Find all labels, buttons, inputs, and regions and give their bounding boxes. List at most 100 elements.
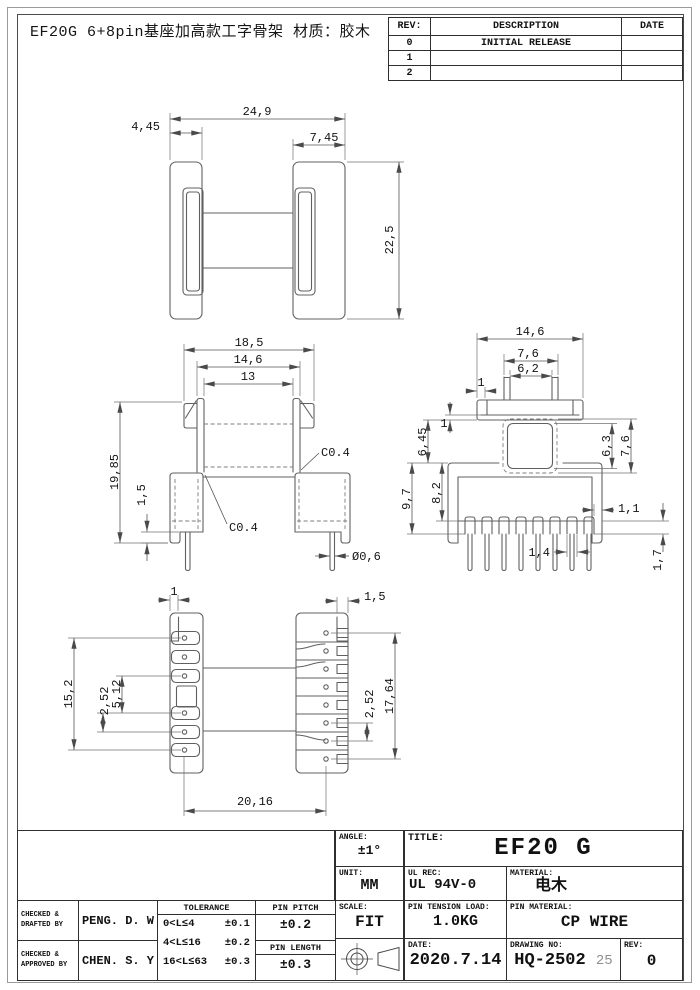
angle-label: ANGLE: xyxy=(339,833,368,842)
dim-front-standoff: 1,5 xyxy=(135,484,149,506)
unit-label: UNIT: xyxy=(339,869,364,878)
top-view: 24,9 4,45 7,45 22,5 xyxy=(131,105,404,320)
ul-rec-cell: UL REC: UL 94V-0 xyxy=(404,866,507,901)
title-value: EF20 G xyxy=(494,835,593,862)
rev-1: 1 xyxy=(389,51,431,66)
tolerance-val-1: ±0.1 xyxy=(224,918,250,930)
pin-material-cell: PIN MATERIAL: CP WIRE xyxy=(506,900,683,939)
pin-material-label: PIN MATERIAL: xyxy=(510,903,573,912)
dim-top-right-flange: 7,45 xyxy=(310,131,339,145)
tolerance-val-2: ±0.2 xyxy=(224,937,250,950)
dim-side-tube-outer: 7,6 xyxy=(517,347,539,361)
front-view-dimensions: 18,5 14,6 13 19,85 1,5 C0.4 C0.4 Ø0,6 xyxy=(108,336,381,564)
ul-rec-label: UL REC: xyxy=(408,869,442,878)
dim-front-height: 19,85 xyxy=(108,454,122,490)
dim-top-left-flange: 4,45 xyxy=(131,120,160,134)
tolerance-cell: TOLERANCE 0<L≤4±0.1 4<L≤16±0.2 16<L≤63±0… xyxy=(157,900,256,981)
dim-side-flange-thickness: 1 xyxy=(440,417,447,431)
outer-border xyxy=(7,7,692,983)
rev-cell: REV: 0 xyxy=(620,938,683,981)
front-view-outline xyxy=(169,397,351,572)
dim-bottom-row-distance: 20,16 xyxy=(237,795,273,809)
desc-col-header: DESCRIPTION xyxy=(431,18,622,36)
scale-cell: SCALE: FIT xyxy=(335,900,404,939)
revision-row: 2 xyxy=(389,66,682,81)
dim-front-chamfer-upper: C0.4 xyxy=(321,446,350,460)
bottom-view-dimensions: 1 1,5 15,2 2,52 5,12 17,64 2,52 20,16 xyxy=(62,585,401,816)
revision-row: 1 xyxy=(389,51,682,66)
dim-bottom-right-span: 17,64 xyxy=(383,678,397,714)
scale-label: SCALE: xyxy=(339,903,368,912)
dim-bottom-left-gap: 5,12 xyxy=(110,680,124,709)
angle-value: ±1° xyxy=(357,843,382,859)
drawing-no-suffix: 25 xyxy=(595,953,613,970)
checked-approved-value: CHEN. S. Y xyxy=(78,940,158,981)
dim-side-wall-thickness: 1 xyxy=(477,376,484,390)
rev-col-header: REV: xyxy=(389,18,431,36)
rev-1-desc xyxy=(431,51,622,66)
top-view-dimensions: 24,9 4,45 7,45 22,5 xyxy=(131,105,404,320)
pin-tension-label: PIN TENSION LOAD: xyxy=(408,903,490,912)
rev-value: 0 xyxy=(646,952,657,971)
tolerance-range-3: 16<L≤63 xyxy=(163,956,208,969)
unit-value: MM xyxy=(360,877,379,895)
rev-0-desc: INITIAL RELEASE xyxy=(431,36,622,51)
dim-bottom-right-pitch: 2,52 xyxy=(363,690,377,719)
ul-rec-value: UL 94V-0 xyxy=(409,877,477,894)
drawing-no-label: DRAWING NO: xyxy=(510,941,563,950)
rev-label: REV: xyxy=(624,941,644,950)
date-cell: DATE: 2020.7.14 xyxy=(404,938,507,981)
rev-0-date xyxy=(622,36,682,51)
pin-pitch-cell: PIN PITCH ±0.2 xyxy=(255,900,336,941)
side-view: 14,6 7,6 6,2 1 1 6,45 6,3 7,6 9,7 8,2 1,… xyxy=(400,325,669,572)
dim-side-tube-inner: 6,2 xyxy=(517,362,539,376)
pin-pitch-label: PIN PITCH xyxy=(256,901,335,915)
dim-side-pin-edge: 1,1 xyxy=(618,502,640,516)
pin-tension-cell: PIN TENSION LOAD: 1.0KG xyxy=(404,900,507,939)
pin-tension-value: 1.0KG xyxy=(432,913,478,931)
drawing-no-value: HQ-2502 xyxy=(514,951,586,971)
date-label: DATE: xyxy=(408,941,433,950)
drawing-no-cell: DRAWING NO: HQ-2502 25 xyxy=(506,938,621,981)
side-view-outline xyxy=(447,376,603,572)
material-cell: MATERIAL: 电木 xyxy=(506,866,683,901)
dim-bottom-left-pitch: 2,52 xyxy=(98,687,112,716)
pin-material-value: CP WIRE xyxy=(560,913,629,932)
pin-length-label: PIN LENGTH xyxy=(256,941,335,955)
rev-2-desc xyxy=(431,66,622,81)
revision-table: REV: DESCRIPTION DATE 0 INITIAL RELEASE … xyxy=(388,17,683,81)
date-col-header: DATE xyxy=(622,18,682,36)
dim-front-tube-outer: 14,6 xyxy=(234,353,263,367)
pin-length-value: ±0.3 xyxy=(279,957,312,972)
dim-side-flange-width: 14,6 xyxy=(516,325,545,339)
checked-approved-label: CHECKED & APPROVED BY xyxy=(17,940,79,981)
dim-side-base-height: 8,2 xyxy=(430,482,444,504)
dim-side-pin-shoulder: 1,7 xyxy=(651,549,665,571)
dim-front-chamfer-lower: C0.4 xyxy=(229,521,258,535)
dim-bottom-rib-left: 1 xyxy=(170,585,177,599)
dim-top-depth: 22,5 xyxy=(383,226,397,255)
dim-side-winding-width: 6,45 xyxy=(416,428,430,457)
rev-1-date xyxy=(622,51,682,66)
side-view-dimensions: 14,6 7,6 6,2 1 1 6,45 6,3 7,6 9,7 8,2 1,… xyxy=(400,325,669,571)
dim-front-flange-width: 18,5 xyxy=(235,336,264,350)
sheet-title: EF20G 6+8pin基座加高款工字骨架 材质：胶木 xyxy=(30,24,371,41)
pin-length-cell: PIN LENGTH ±0.3 xyxy=(255,940,336,981)
bottom-view: 1 1,5 15,2 2,52 5,12 17,64 2,52 20,16 xyxy=(62,585,401,816)
material-label: MATERIAL: xyxy=(510,869,554,878)
date-value: 2020.7.14 xyxy=(409,951,502,971)
dim-side-window-height: 6,3 xyxy=(600,435,614,457)
dim-front-tube-inner: 13 xyxy=(241,370,255,384)
material-value: 电木 xyxy=(535,877,568,896)
tolerance-header: TOLERANCE xyxy=(158,901,255,915)
unit-cell: UNIT: MM xyxy=(335,866,404,901)
bottom-view-outline xyxy=(169,612,349,774)
checked-drafted-value: PENG. D. W xyxy=(78,900,158,941)
revision-header-row: REV: DESCRIPTION DATE xyxy=(389,18,682,36)
revision-row: 0 INITIAL RELEASE xyxy=(389,36,682,51)
dim-side-pin-width: 1,4 xyxy=(528,546,550,560)
dim-top-overall-width: 24,9 xyxy=(243,105,272,119)
tolerance-range-2: 4<L≤16 xyxy=(163,937,201,950)
pin-pitch-value: ±0.2 xyxy=(279,917,312,932)
